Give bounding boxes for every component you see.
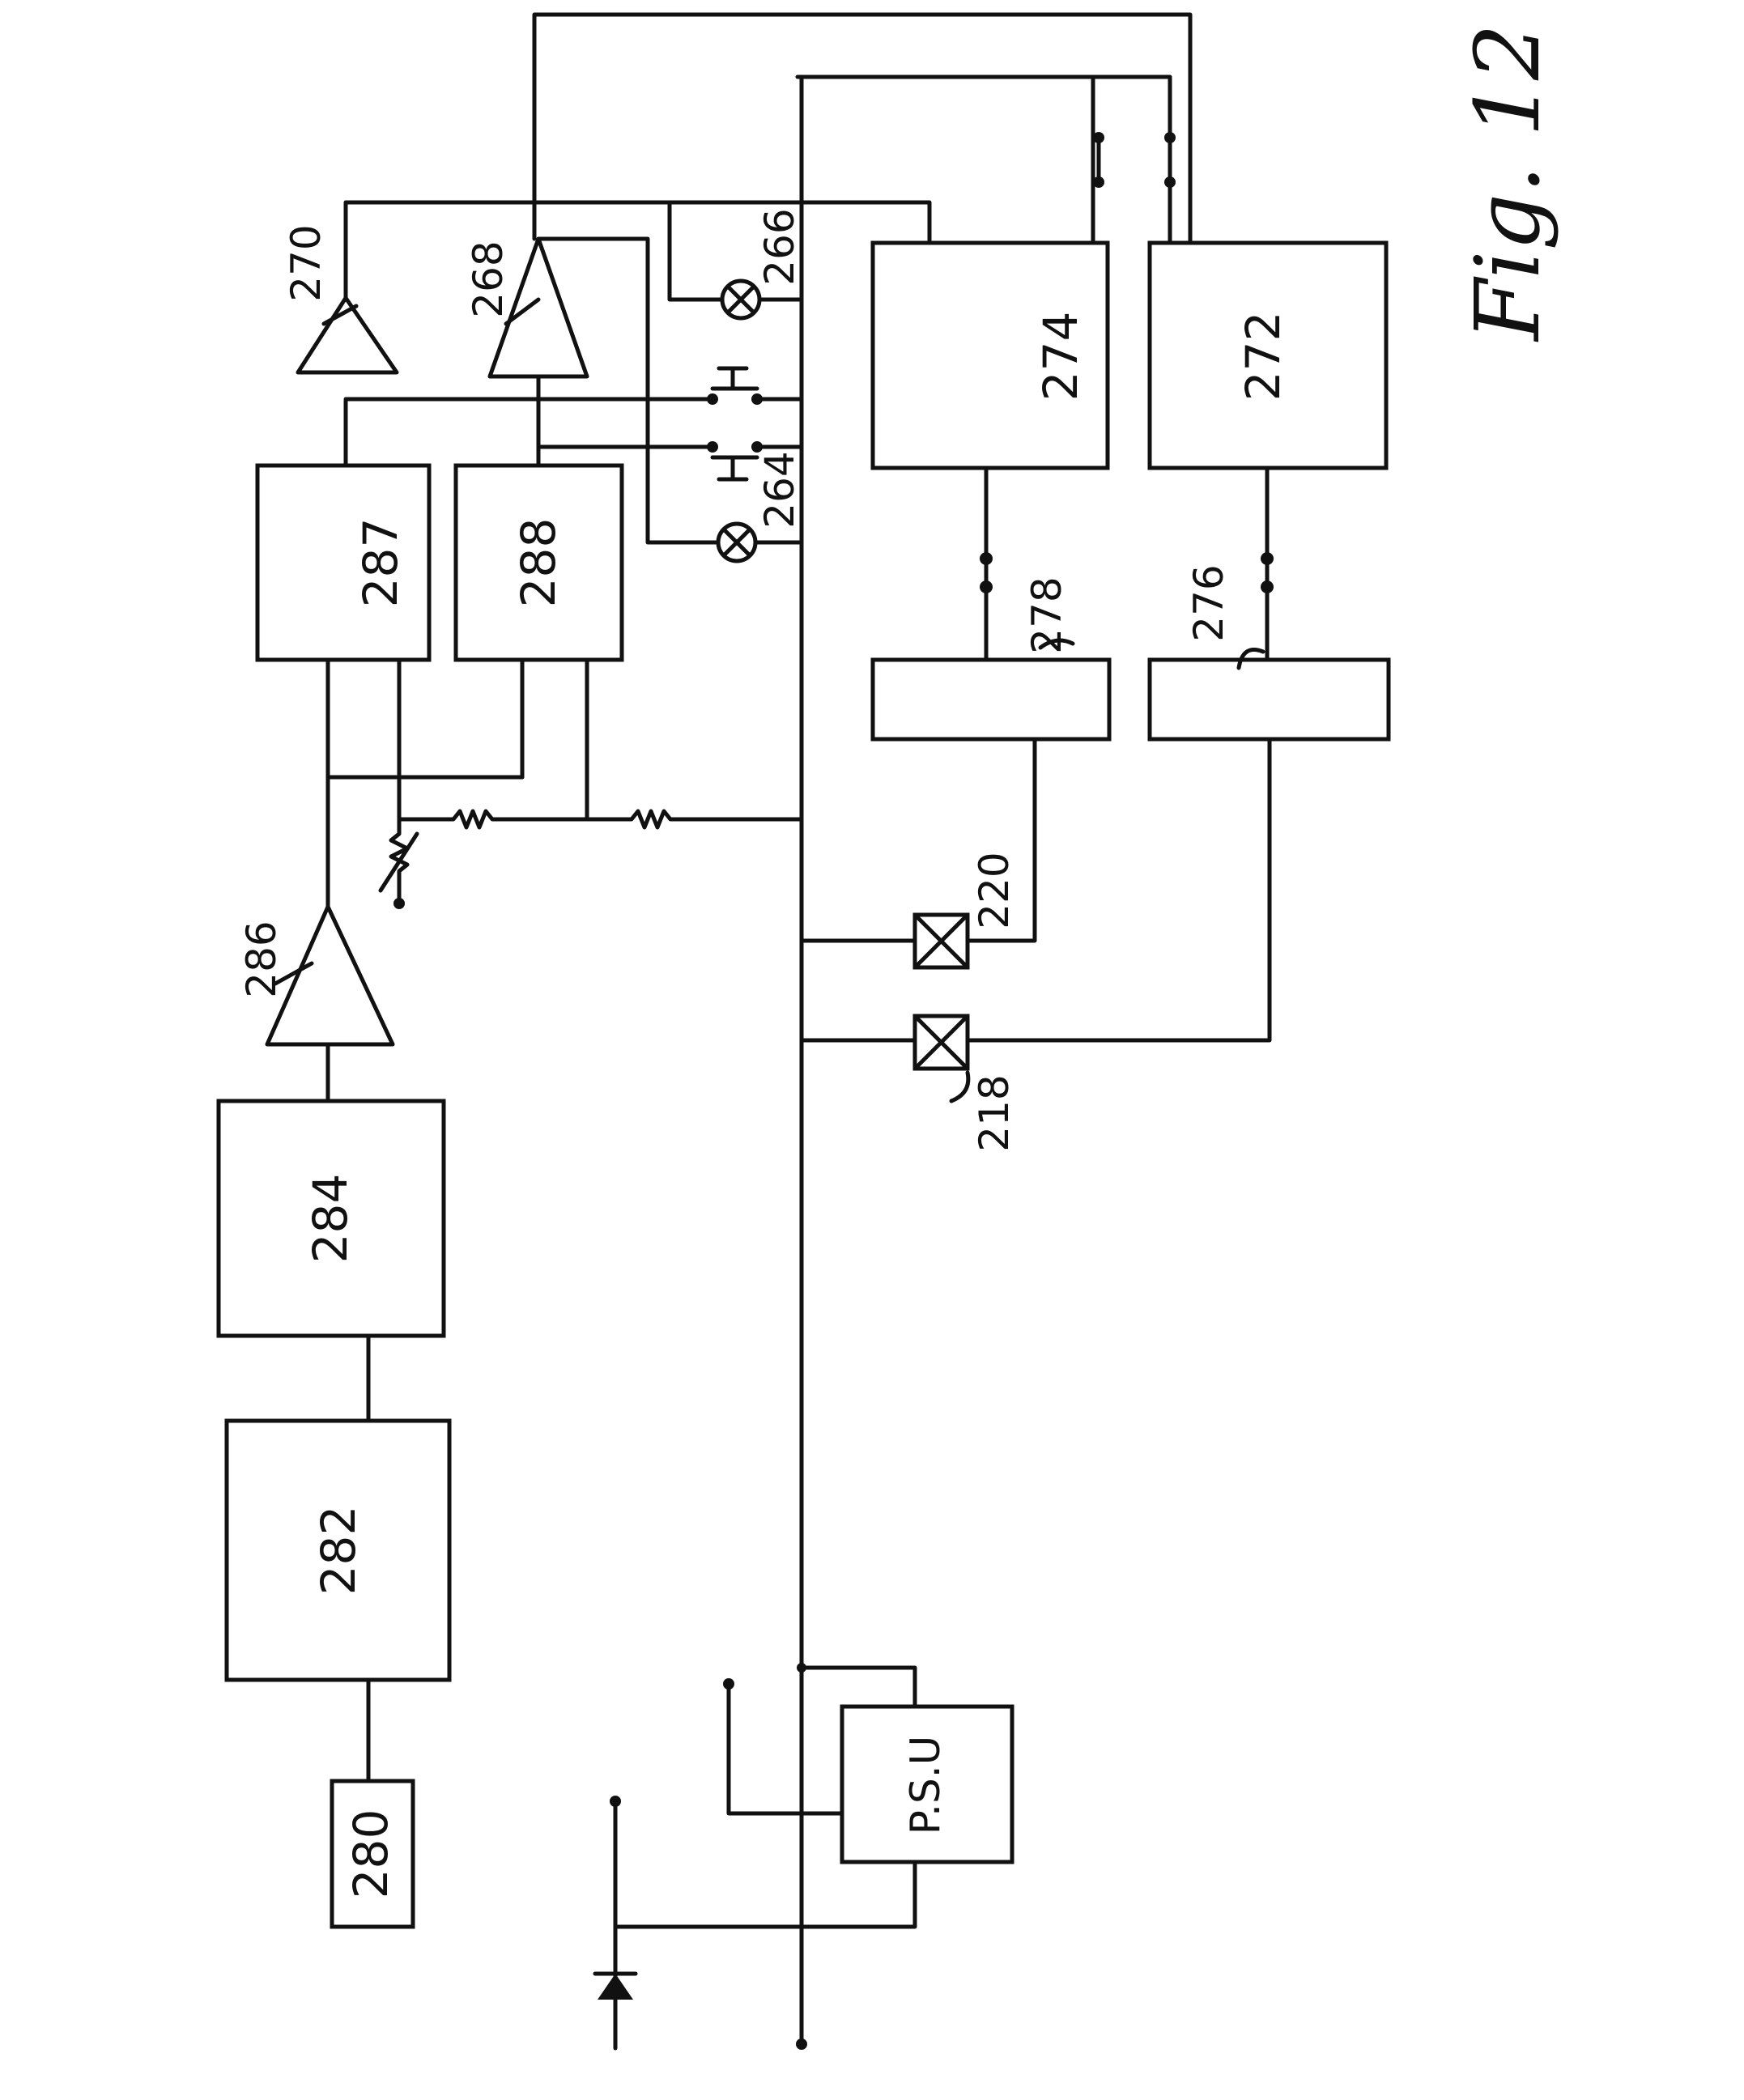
block-272: 272 bbox=[1147, 240, 1389, 470]
block-276: 276 bbox=[1147, 564, 1391, 742]
block-288-label: 288 bbox=[511, 518, 566, 608]
block-278-label: 278 bbox=[1023, 576, 1070, 653]
switch-upper bbox=[707, 366, 763, 405]
block-272-label: 272 bbox=[1236, 312, 1291, 402]
lamp-266: 266 bbox=[720, 208, 803, 321]
amplifier-268: 268 bbox=[465, 236, 589, 379]
figure-label: Fig. 12 bbox=[1456, 23, 1559, 342]
lamp-264-label: 264 bbox=[756, 451, 803, 528]
lamp-266-label: 266 bbox=[756, 208, 803, 285]
block-280: 280 bbox=[330, 1779, 415, 1929]
block-274: 274 bbox=[870, 240, 1110, 470]
block-287: 287 bbox=[255, 463, 432, 662]
amplifier-270-label: 270 bbox=[283, 224, 330, 301]
block-284: 284 bbox=[216, 1099, 446, 1338]
block-276-label: 276 bbox=[1185, 564, 1232, 641]
amplifier-286-label: 286 bbox=[238, 920, 285, 997]
wiring bbox=[325, 12, 1272, 2051]
block-274-label: 274 bbox=[1033, 312, 1088, 402]
connector-218: 218 bbox=[912, 1014, 1018, 1152]
amplifier-268-label: 268 bbox=[465, 240, 512, 317]
amplifier-286: 286 bbox=[238, 904, 395, 1047]
block-psu: P.S.U bbox=[840, 1704, 1014, 1864]
connector-218-label: 218 bbox=[971, 1074, 1018, 1151]
lamp-264: 264 bbox=[716, 451, 803, 563]
block-psu-label: P.S.U bbox=[902, 1736, 949, 1835]
block-282: 282 bbox=[224, 1418, 452, 1682]
block-284-label: 284 bbox=[303, 1174, 358, 1264]
block-287-label: 287 bbox=[353, 518, 408, 608]
junction-dots bbox=[393, 132, 1274, 2050]
connector-220: 220 bbox=[912, 852, 1018, 970]
switch-lower bbox=[707, 441, 763, 482]
diode-icon bbox=[593, 1971, 638, 2000]
amplifier-270: 270 bbox=[283, 224, 399, 375]
block-280-label: 280 bbox=[343, 1809, 398, 1899]
block-282-label: 282 bbox=[311, 1506, 366, 1596]
block-278: 278 bbox=[870, 576, 1112, 742]
block-288: 288 bbox=[453, 463, 624, 662]
connector-220-label: 220 bbox=[971, 852, 1018, 929]
